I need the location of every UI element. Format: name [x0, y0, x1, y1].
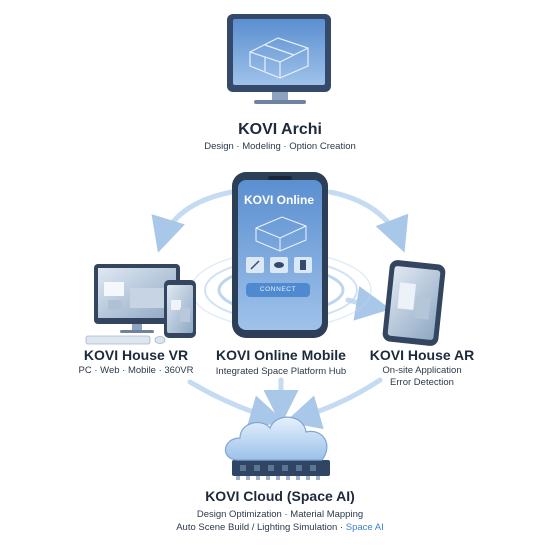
arc-left-cloud [187, 379, 285, 430]
vr-subtitle: PC · Web · Mobile · 360VR [78, 365, 194, 376]
laptop-icon [85, 264, 180, 345]
phone-screen-title: KOVI Online [243, 193, 314, 207]
vr-title: KOVI House VR [83, 347, 189, 363]
archi-title: KOVI Archi [238, 121, 322, 138]
cloud-title: KOVI Cloud (Space AI) [205, 488, 355, 504]
ar-subtitle-line2: Error Detection [390, 377, 454, 388]
cloud-line1: Design Optimization · Material Mapping [196, 509, 364, 520]
arc-top-right [327, 189, 409, 253]
archi-subtitle: Design · Modeling · Option Creation [204, 141, 356, 152]
mobile-subtitle: Integrated Space Platform Hub [215, 366, 347, 377]
monitor-icon [227, 14, 331, 104]
arc-top-left [151, 189, 235, 253]
cloud-line2-accent: Space AI [345, 522, 384, 533]
connect-button[interactable]: CONNECT [246, 283, 310, 297]
cloud-line2-text: Auto Scene Build / Lighting Simulation · [176, 522, 346, 533]
tablet-icon [164, 280, 196, 338]
cloud-icon [224, 416, 328, 461]
ar-title: KOVI House AR [369, 347, 475, 363]
arc-phone-right [345, 286, 391, 321]
ar-subtitle-line1: On-site Application [382, 365, 462, 376]
mobile-title: KOVI Online Mobile [216, 347, 346, 363]
chip-icon [232, 460, 330, 480]
arc-right-cloud [285, 377, 383, 430]
tablet-icon [382, 260, 446, 346]
cloud-line2: Auto Scene Build / Lighting Simulation ·… [110, 522, 450, 534]
